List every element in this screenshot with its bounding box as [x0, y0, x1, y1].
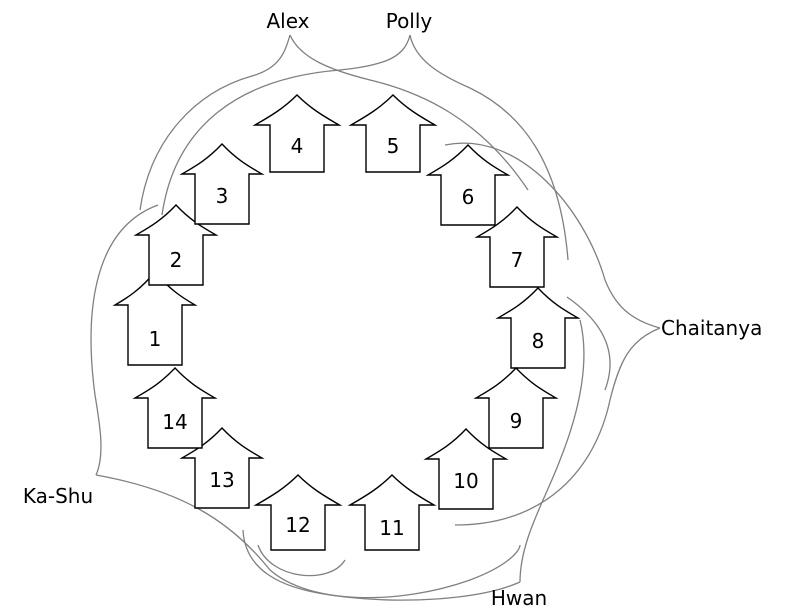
house-label-2: 2 — [170, 248, 183, 272]
house-4: 4 — [252, 94, 342, 173]
house-label-12: 12 — [285, 513, 310, 537]
house-8: 8 — [495, 286, 581, 369]
house-label-3: 3 — [216, 184, 229, 208]
house-label-13: 13 — [209, 468, 234, 492]
house-label-6: 6 — [462, 185, 475, 209]
brace-alex-far — [289, 34, 529, 191]
brace-polly-far — [409, 34, 569, 261]
house-10: 10 — [423, 427, 509, 510]
brace-kashu-lower — [95, 474, 521, 599]
house-label-10: 10 — [453, 469, 478, 493]
person-label-polly: Polly — [386, 9, 433, 33]
house-11: 11 — [347, 474, 437, 551]
house-label-1: 1 — [149, 327, 162, 351]
brace-polly — [161, 34, 411, 216]
house-label-8: 8 — [532, 329, 545, 353]
person-label-chaitanya: Chaitanya — [661, 316, 762, 340]
house-7: 7 — [474, 205, 560, 288]
house-5: 5 — [348, 94, 438, 173]
brace-alex — [139, 34, 291, 211]
brace-hwan-inner — [257, 544, 346, 577]
house-9: 9 — [473, 366, 559, 449]
brace-hwan — [519, 319, 585, 583]
house-3: 3 — [179, 142, 265, 225]
person-label-alex: Alex — [266, 9, 309, 33]
brace-kashu — [90, 204, 159, 476]
person-label-hwan: Hwan — [491, 586, 547, 610]
house-6: 6 — [425, 143, 511, 226]
brace-chaitanya — [444, 142, 661, 329]
house-label-9: 9 — [510, 409, 523, 433]
brace-chaitanya-mid — [566, 296, 611, 391]
house-12: 12 — [253, 474, 343, 551]
house-label-11: 11 — [379, 516, 404, 540]
brace-hwan-lower — [242, 529, 521, 601]
house-14: 14 — [132, 366, 218, 449]
person-label-ka-shu: Ka-Shu — [23, 484, 93, 508]
house-2: 2 — [133, 203, 219, 286]
house-label-5: 5 — [387, 134, 400, 158]
house-label-4: 4 — [291, 134, 304, 158]
brace-chaitanya-lower — [454, 327, 661, 526]
house-label-7: 7 — [511, 248, 524, 272]
house-ring: 1 2 3 4 5 6 7 8 — [112, 94, 581, 551]
brace-layer — [90, 34, 661, 601]
person-labels: Alex Polly Chaitanya Ka-Shu Hwan — [23, 9, 762, 610]
house-1: 1 — [112, 270, 198, 366]
house-label-14: 14 — [162, 410, 187, 434]
